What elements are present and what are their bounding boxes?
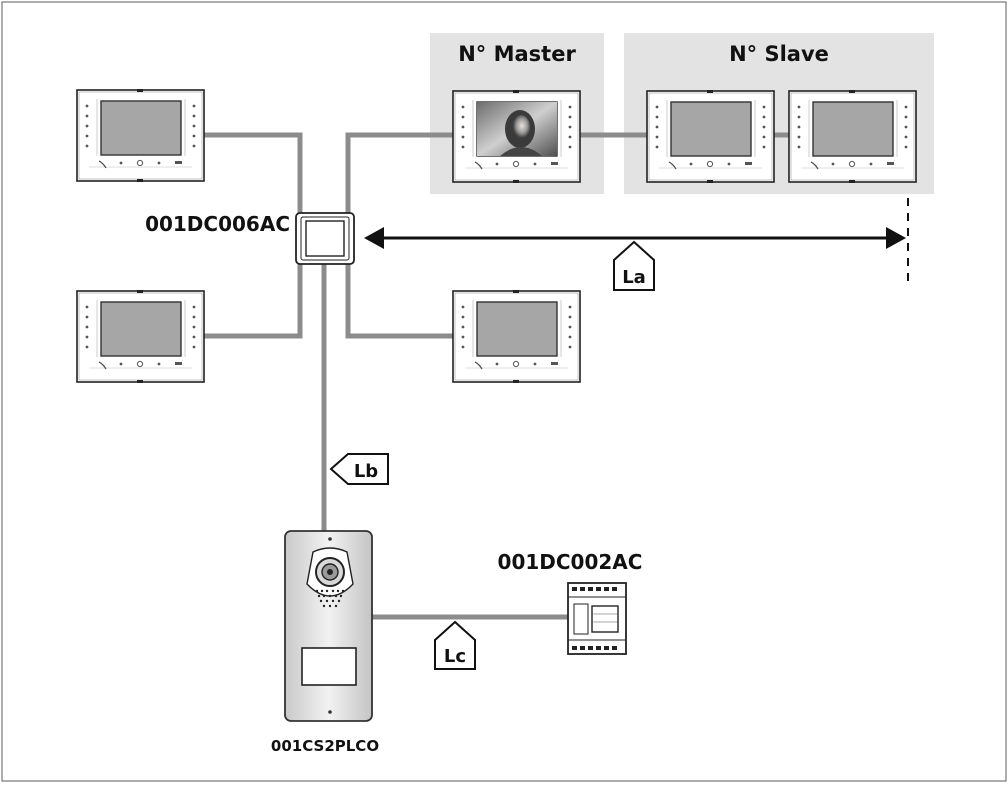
wire-to-master-monitor	[345, 132, 453, 215]
la-label: La	[622, 267, 646, 288]
monitor-top-left	[76, 88, 205, 183]
wire-to-monitor-bottom-left	[203, 262, 303, 339]
wires	[203, 132, 789, 620]
door-station-label: 001CS2PLCO	[271, 737, 379, 755]
lc-tag	[434, 620, 476, 670]
monitor-slave-2	[788, 89, 917, 184]
distributor-device	[295, 212, 355, 265]
lb-label: Lb	[354, 461, 378, 482]
lc-label: Lc	[444, 646, 466, 667]
door-station-device	[284, 530, 373, 722]
monitor-bottom-left	[76, 289, 205, 384]
master-group-label: N° Master	[458, 42, 576, 66]
la-tag	[613, 240, 655, 291]
power-supply-device	[567, 582, 627, 655]
la-dimension-arrow	[364, 198, 909, 282]
monitor-bottom-center	[452, 289, 581, 384]
wire-to-monitor-bottom-center	[345, 262, 453, 339]
distributor-label: 001DC006AC	[145, 212, 290, 236]
slave-group-label: N° Slave	[729, 42, 829, 66]
speaker-grille	[315, 589, 345, 608]
monitor-slave-1	[646, 89, 775, 184]
power-supply-label: 001DC002AC	[498, 550, 643, 574]
wire-to-monitor-top-left	[203, 132, 303, 215]
video-image	[477, 102, 557, 156]
lb-tag	[329, 453, 389, 485]
